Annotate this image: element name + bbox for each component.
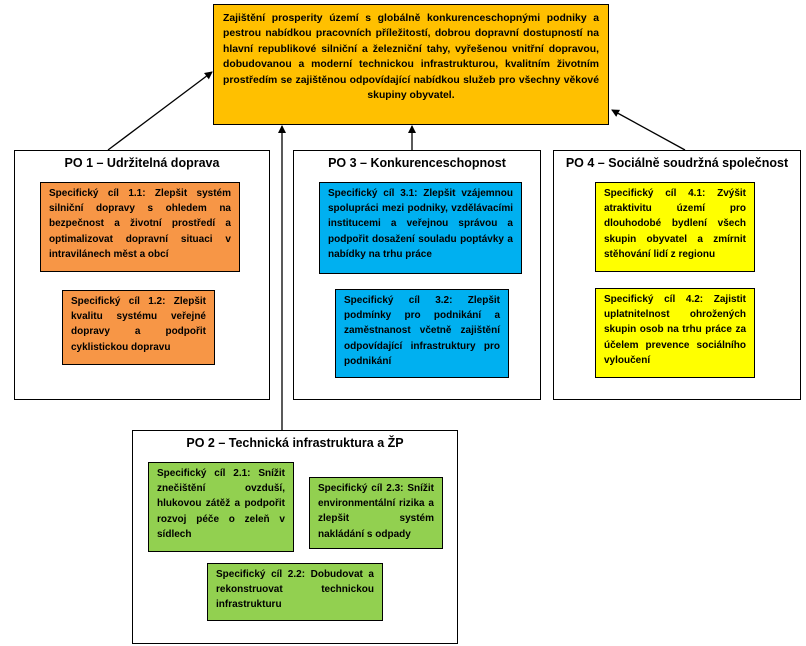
cil-3-2-box: Specifický cíl 3.2: Zlepšit podmínky pro…: [335, 289, 509, 378]
po4-title: PO 4 – Sociálně soudržná společnost: [565, 156, 789, 170]
arrow-po1-to-goal: [107, 71, 213, 151]
cil-2-3-box: Specifický cíl 2.3: Snížit environmentál…: [309, 477, 443, 549]
cil-2-1-box: Specifický cíl 2.1: Snížit znečištění ov…: [148, 462, 294, 552]
arrow-po4-to-goal: [611, 109, 686, 151]
cil-2-2-box: Specifický cíl 2.2: Dobudovat a rekonstr…: [207, 563, 383, 621]
cil-1-1-box: Specifický cíl 1.1: Zlepšit systém silni…: [40, 182, 240, 272]
cil-4-1-box: Specifický cíl 4.1: Zvýšit atraktivitu ú…: [595, 182, 755, 272]
cil-4-2-box: Specifický cíl 4.2: Zajistit uplatniteln…: [595, 288, 755, 378]
po2-title: PO 2 – Technická infrastruktura a ŽP: [186, 436, 404, 450]
po3-title: PO 3 – Konkurenceschopnost: [328, 156, 506, 170]
cil-1-2-box: Specifický cíl 1.2: Zlepšit kvalitu syst…: [62, 290, 215, 365]
po1-title: PO 1 – Udržitelná doprava: [64, 156, 220, 170]
cil-3-1-box: Specifický cíl 3.1: Zlepšit vzájemnou sp…: [319, 182, 522, 274]
global-goal-box: Zajištění prosperity území s globálně ko…: [213, 4, 609, 125]
